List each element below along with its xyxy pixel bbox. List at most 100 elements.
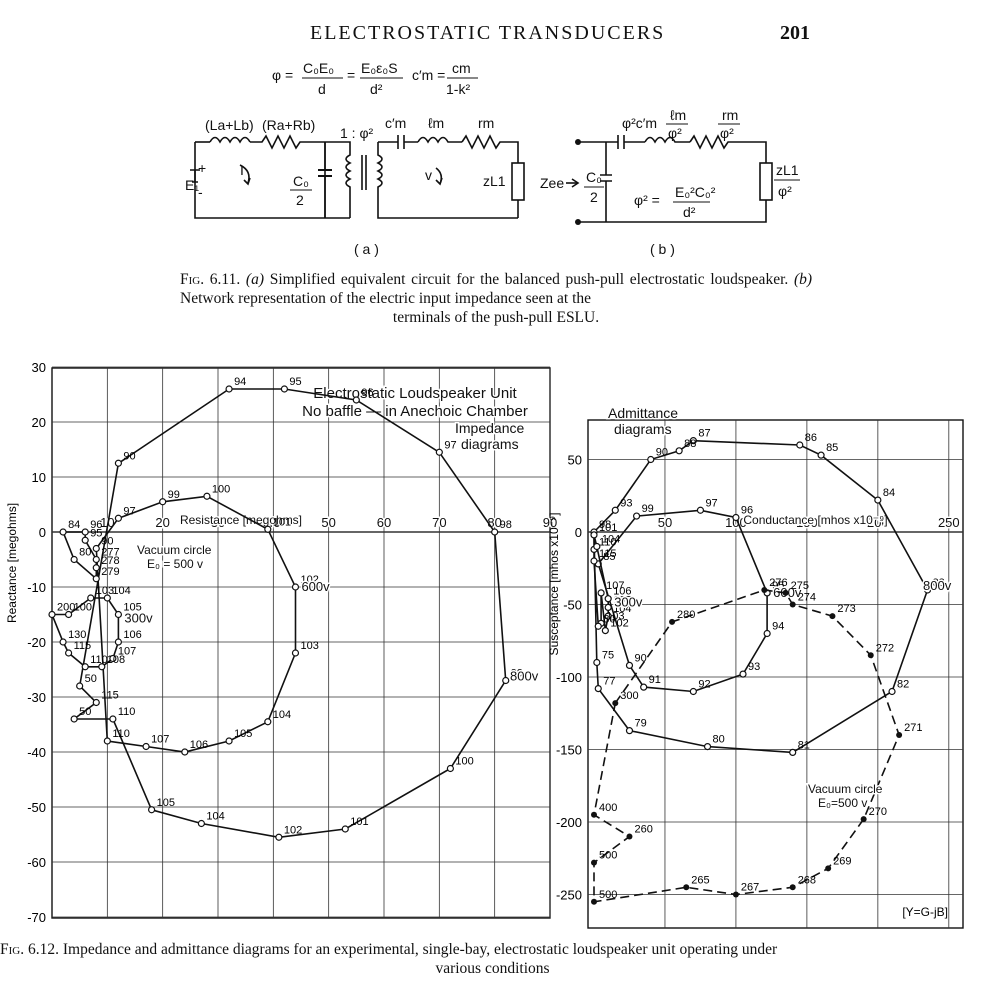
series-curve-vacuum-circle [593,589,900,903]
y-tick-label: -200 [556,815,582,830]
equals-sign: = [347,67,355,83]
point-label: 102 [300,574,318,586]
point-label: 96 [361,387,373,399]
y-tick-label: 20 [32,415,46,430]
point-label: 97 [444,439,456,451]
data-point [888,687,896,696]
data-point [225,385,233,393]
point-label: 95 [289,376,301,388]
label-phi2-den: d² [683,204,696,220]
data-point [591,859,597,866]
y-axis-label: Susceptance [mhos x10⁻⁹] [547,513,561,656]
data-point [625,727,634,735]
label-rm-num: rm [722,107,738,123]
data-point [103,594,111,602]
point-label: 269 [833,855,851,867]
caption-a-mark: (a) [245,271,264,288]
y-tick-label: 0 [575,525,582,540]
point-label: 115 [74,640,92,652]
data-point [796,441,804,449]
point-label: 280 [677,609,695,621]
y-axis-label: Reactance [megohms] [5,503,19,623]
label-ratio: 1 : φ² [340,125,374,141]
point-label: 83 [933,577,945,589]
point-label: 271 [904,722,922,734]
label-zL: zL1 [483,173,506,189]
point-label: 275 [791,580,809,592]
y-tick-label: -50 [27,800,46,815]
point-label: 90 [634,652,646,664]
point-label: 80 [713,734,725,746]
point-label: 94 [772,621,784,633]
data-point [593,542,601,551]
terminal-dot [575,219,581,225]
point-label: 106 [190,739,208,751]
caption-fig-6-12: Fig. 6.12. Impedance and admittance diag… [0,940,985,978]
point-label: 500 [599,889,617,901]
point-label: 101 [599,522,617,534]
point-label: 104 [273,709,291,721]
point-label: 80 [603,613,615,625]
x-tick-label: 200 [867,515,889,530]
y-tick-label: -50 [563,598,582,613]
data-point [491,528,499,536]
point-label: 267 [741,882,759,894]
label-c0b-num: C₀ [586,169,602,185]
data-point [632,512,641,520]
cm-lhs: c′m = [412,67,445,83]
point-label: 90 [123,450,135,462]
label-phi2-num: E₀²C₀² [675,184,716,200]
data-point [825,865,832,872]
point-label: 105 [613,594,631,606]
vacuum-circle-e0: E₀=500 v [818,796,867,810]
point-label: 130 [68,629,86,641]
data-point [98,663,106,671]
data-point [689,437,697,445]
point-label: 278 [101,555,119,567]
label-phi2: φ² = [634,192,660,208]
point-label: 87 [698,428,710,440]
data-point [789,748,797,756]
data-point [732,513,740,522]
phi-2-den: d² [370,81,383,97]
data-point [280,385,288,393]
label-rm: rm [478,115,494,131]
page-number: 201 [780,22,810,44]
vacuum-circle-label: Vacuum circle [808,782,883,796]
y-tick-label: -70 [27,910,46,925]
point-label: 92 [698,679,710,691]
data-point [446,764,454,773]
point-label: 107 [118,646,136,658]
point-label: 276 [769,577,787,589]
plot-frame [587,419,964,929]
point-label: 86 [805,432,817,444]
caption-last-line: terminals of the push-pull ESLU. [392,309,600,326]
label-v: v [425,167,432,183]
y-tick-label: 50 [568,453,582,468]
point-label: 99 [168,489,180,501]
point-label: 50 [85,673,97,685]
data-point [604,595,612,603]
point-label: 88 [684,438,696,450]
admittance-formula: [Y=G-jB] [902,905,948,919]
annotation-line: Admittance [608,405,678,421]
x-tick-label: 60 [377,515,391,530]
data-point [594,622,602,630]
data-point [860,816,867,823]
x-axis-label: Conductance [mhos x10⁻⁹] [743,513,887,527]
label-lm-den: φ² [668,125,682,141]
circuit-a-label: ( a ) [354,241,379,257]
data-point [203,492,211,500]
data-point [829,613,836,620]
x-axis-label: Resistance [megohms] [180,513,302,527]
series-name-label: 800v [510,669,539,684]
data-point [591,811,597,818]
point-label: 85 [826,442,838,454]
data-point [64,649,73,657]
caption-text-line2: various conditions [435,960,550,977]
circuit-b-wires [566,134,773,223]
point-label: 279 [101,566,119,578]
point-label: 85 [603,551,615,563]
data-point [103,737,111,745]
caption-b-text: Network representation of the electric i… [180,290,592,307]
